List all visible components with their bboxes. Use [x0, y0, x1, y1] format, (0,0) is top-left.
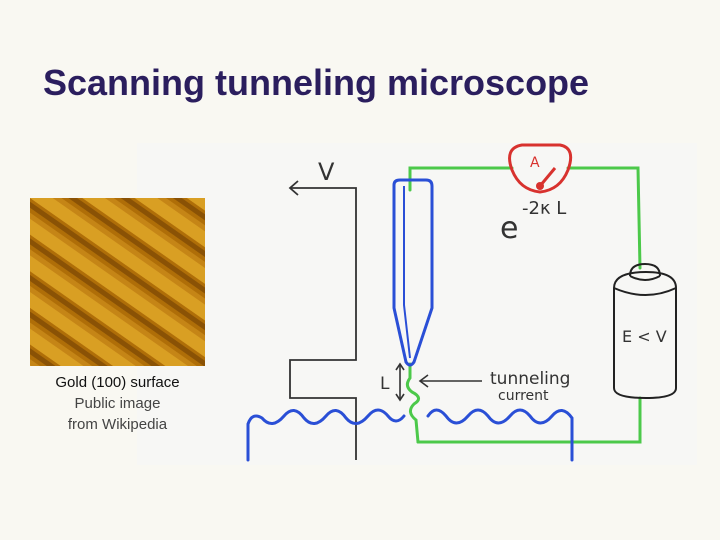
caption-credit: Public image [74, 395, 161, 412]
decay-formula-exponent: -2κ L [522, 198, 566, 219]
gap-label: L [380, 374, 390, 394]
tunneling-label-line1: tunneling [490, 369, 570, 389]
voltage-label: V [318, 158, 335, 186]
gap-arrow [395, 362, 405, 402]
stm-tip-icon [392, 178, 434, 367]
circuit-wire [405, 166, 642, 444]
sample-surface [246, 408, 574, 462]
page-title: Scanning tunneling microscope [43, 62, 590, 103]
gold-surface-image [30, 198, 205, 366]
ammeter-icon [508, 143, 573, 194]
image-caption: Gold (100) surface Public image from Wik… [30, 372, 205, 435]
caption-title: Gold (100) surface [55, 374, 180, 391]
tunneling-label-line2: current [498, 388, 549, 404]
voltage-feedback-line [288, 180, 357, 460]
decay-formula-base: e [500, 211, 518, 246]
stm-diagram-panel [137, 143, 697, 465]
ammeter-label: A [530, 155, 540, 171]
battery-label: E < V [622, 327, 667, 346]
caption-source: from Wikipedia [67, 416, 168, 433]
battery-icon [613, 262, 677, 400]
tunneling-arrow [418, 374, 482, 388]
